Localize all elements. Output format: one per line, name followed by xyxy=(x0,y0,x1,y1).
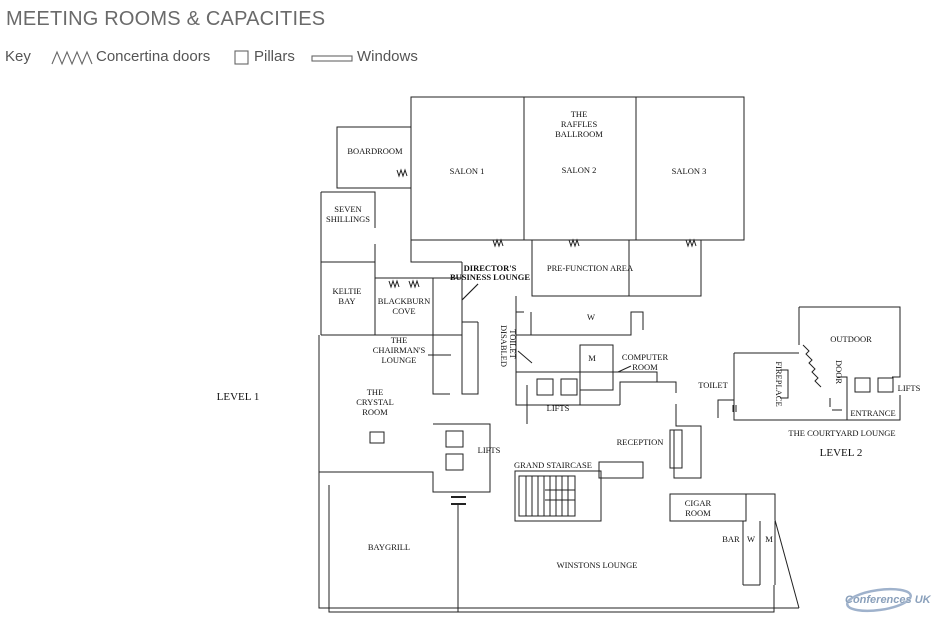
label-baygrill: BAYGRILL xyxy=(368,542,410,552)
room-labels: BOARDROOM SALON 1 THE RAFFLES BALLROOM S… xyxy=(217,109,921,570)
conferences-uk-logo: Conferences UK xyxy=(843,584,931,614)
label-winstons: WINSTONS LOUNGE xyxy=(557,560,638,570)
label-door: DOOR xyxy=(834,360,844,384)
logo-text: Conferences UK xyxy=(845,594,931,606)
label-salon-3: SALON 3 xyxy=(672,166,707,176)
label-entrance: ENTRANCE xyxy=(850,408,895,418)
label-bar: BAR xyxy=(722,534,740,544)
label-fireplace: FIREPLACE xyxy=(774,361,784,406)
label-cigar-2: ROOM xyxy=(685,508,711,518)
key-item-pillars: Pillars xyxy=(254,48,295,65)
label-pre-function: PRE-FUNCTION AREA xyxy=(547,263,634,273)
page-title: MEETING ROOMS & CAPACITIES xyxy=(6,8,326,30)
key-item-concertina: Concertina doors xyxy=(96,48,211,65)
window-icon xyxy=(311,55,353,62)
label-chairmans-2: CHAIRMAN'S xyxy=(373,345,426,355)
label-courtyard-lounge: THE COURTYARD LOUNGE xyxy=(788,428,895,438)
level2-walls xyxy=(717,306,901,421)
label-m-upper: M xyxy=(588,353,596,363)
logo-swoosh-icon xyxy=(846,587,912,613)
label-disabled: DISABLED xyxy=(499,325,509,367)
label-boardroom: BOARDROOM xyxy=(347,146,403,156)
label-seven-shillings-1: SEVEN xyxy=(334,204,361,214)
label-crystal-3: ROOM xyxy=(362,407,388,417)
label-seven-shillings-2: SHILLINGS xyxy=(326,214,370,224)
label-grand-staircase: GRAND STAIRCASE xyxy=(514,460,592,470)
label-lifts-upper: LIFTS xyxy=(547,403,570,413)
label-salon-2: SALON 2 xyxy=(562,165,597,175)
key-item-windows: Windows xyxy=(357,48,418,65)
label-keltie-bay-2: BAY xyxy=(338,296,355,306)
label-ballroom-3: BALLROOM xyxy=(555,129,603,139)
label-ballroom-1: THE xyxy=(571,109,588,119)
label-outdoor: OUTDOOR xyxy=(830,334,872,344)
label-blackburn-cove-1: BLACKBURN xyxy=(378,296,430,306)
label-w-lower: W xyxy=(747,534,755,544)
label-ballroom-2: RAFFLES xyxy=(561,119,598,129)
label-chairmans-1: THE xyxy=(391,335,408,345)
concertina-doors xyxy=(388,168,822,388)
label-computer-room-1: COMPUTER xyxy=(622,352,669,362)
label-lifts-lower: LIFTS xyxy=(478,445,501,455)
label-blackburn-cove-2: COVE xyxy=(392,306,415,316)
label-toilet-l2: TOILET xyxy=(698,380,728,390)
label-directors-2: BUSINESS LOUNGE xyxy=(450,272,530,282)
label-computer-room-2: ROOM xyxy=(632,362,658,372)
concertina-doors-icon xyxy=(51,50,93,66)
label-toilet: TOILET xyxy=(508,329,518,359)
label-chairmans-3: LOUNGE xyxy=(382,355,417,365)
label-crystal-1: THE xyxy=(367,387,384,397)
label-level-1: LEVEL 1 xyxy=(217,391,260,403)
label-keltie-bay-1: KELTIE xyxy=(333,286,362,296)
label-reception: RECEPTION xyxy=(617,437,664,447)
label-crystal-2: CRYSTAL xyxy=(356,397,394,407)
key-label: Key xyxy=(5,48,31,65)
label-directors-1: DIRECTOR'S xyxy=(464,263,517,273)
pointer-arrows xyxy=(428,283,842,411)
level1-walls xyxy=(318,96,800,613)
pillar-icon xyxy=(234,50,249,65)
label-cigar-1: CIGAR xyxy=(685,498,712,508)
label-w-upper: W xyxy=(587,312,595,322)
label-salon-1: SALON 1 xyxy=(450,166,485,176)
label-lifts-l2: LIFTS xyxy=(898,383,921,393)
label-level-2: LEVEL 2 xyxy=(820,447,863,459)
label-m-lower: M xyxy=(765,534,773,544)
